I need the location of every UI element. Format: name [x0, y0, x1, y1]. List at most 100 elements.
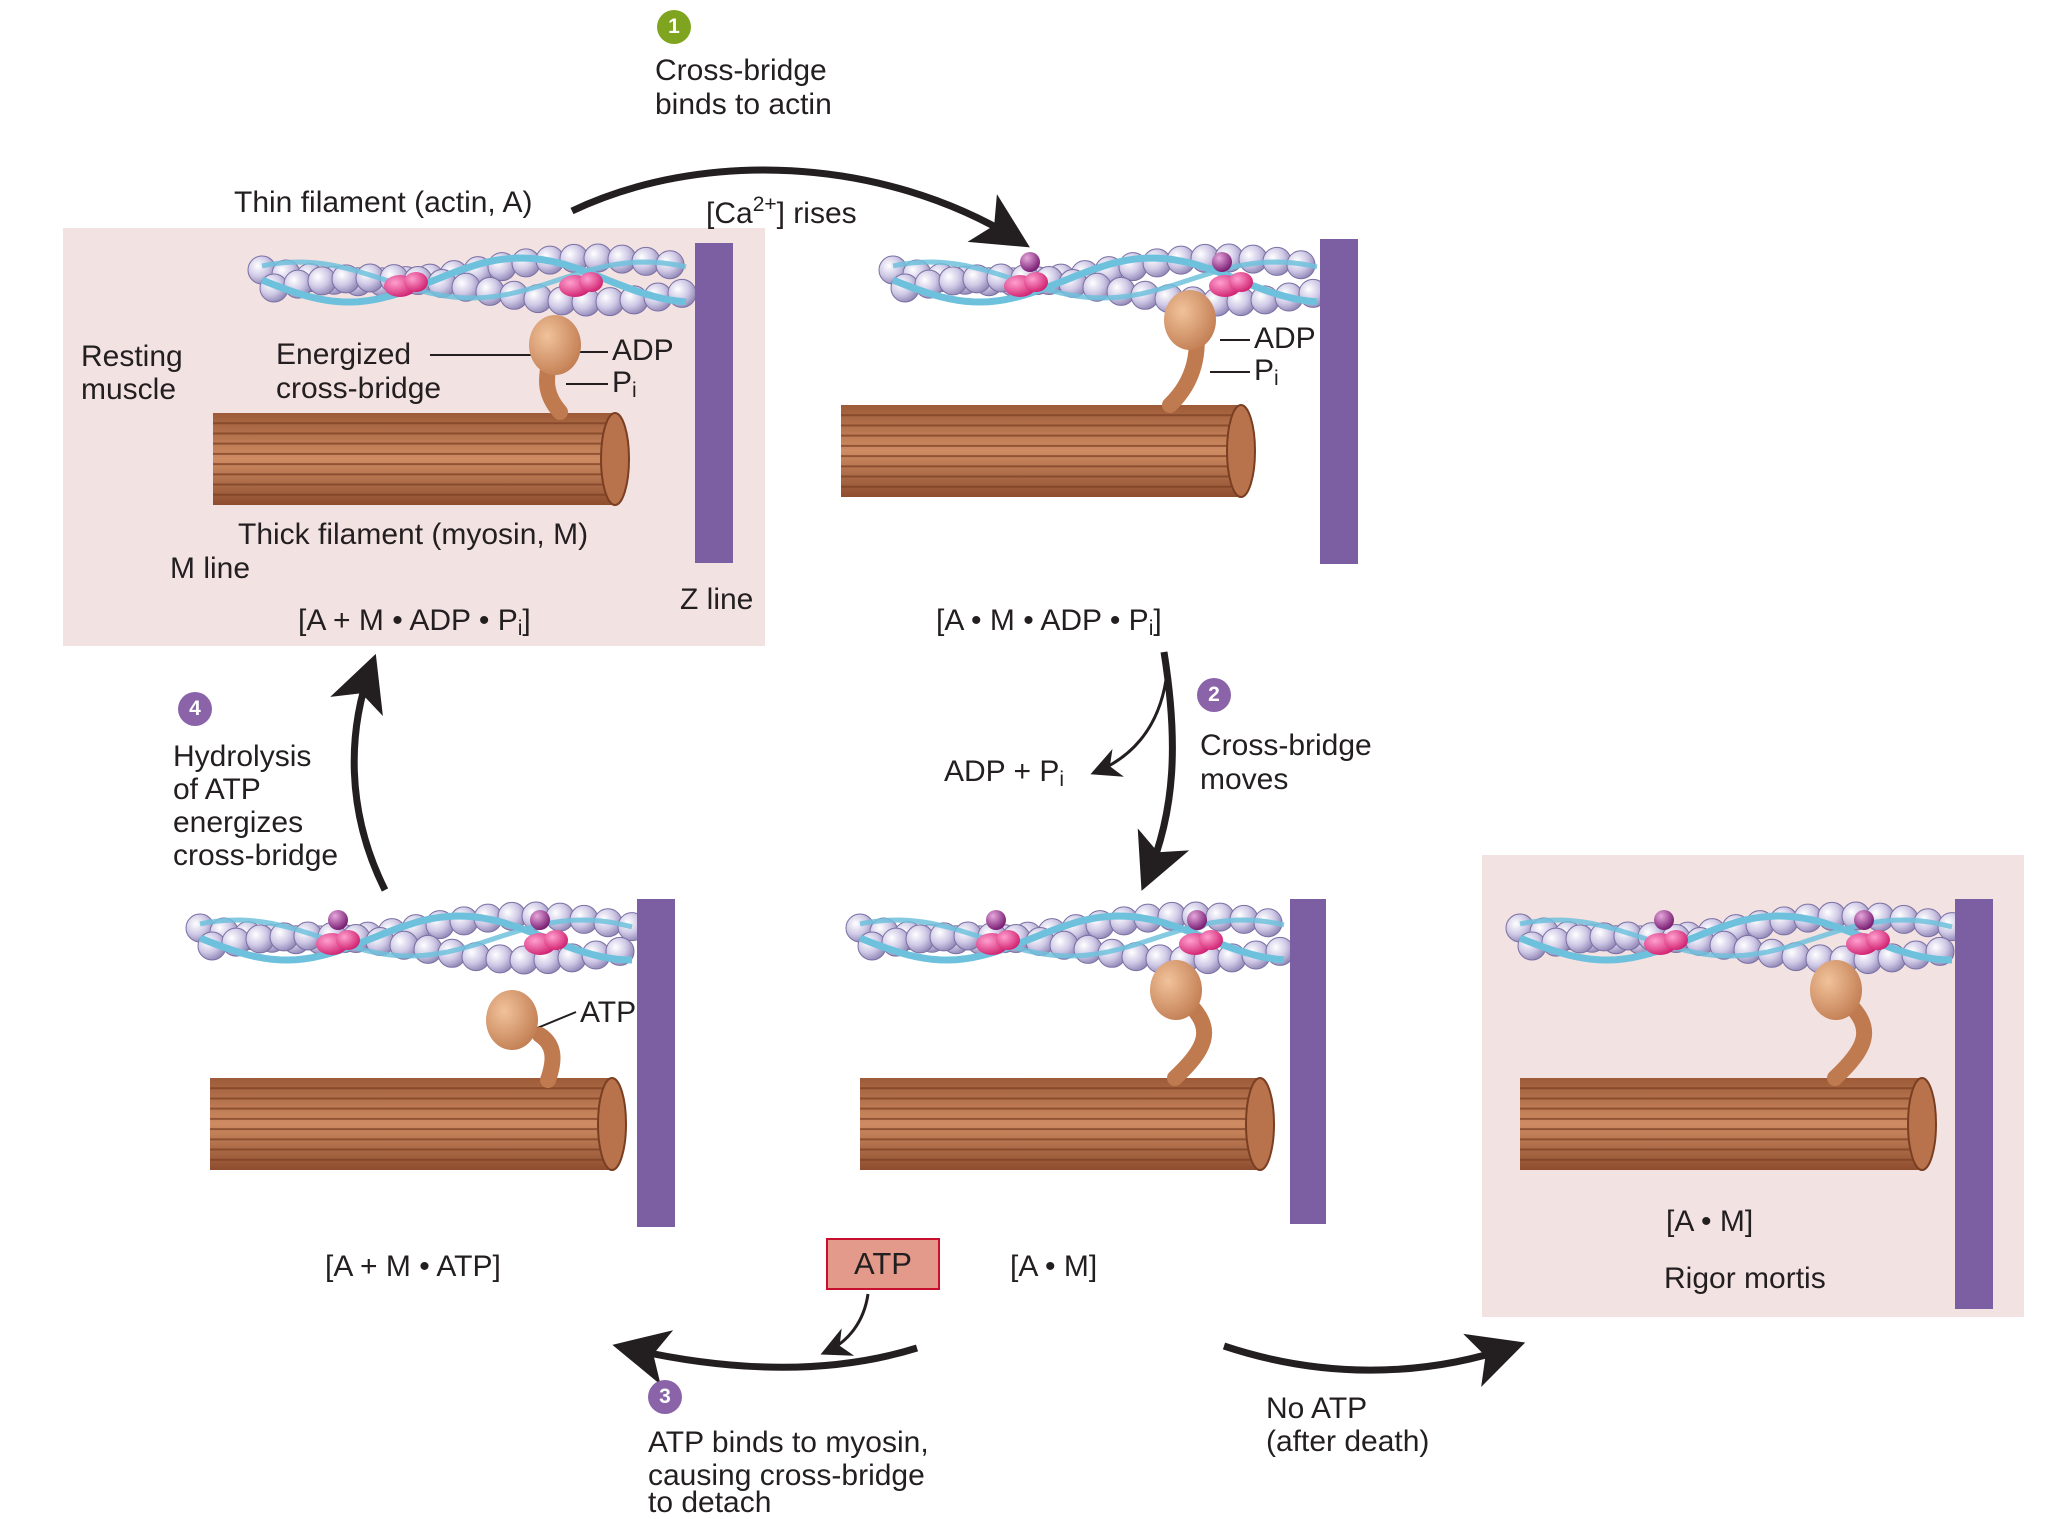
resting-thin-troponin [404, 272, 428, 292]
rigor-thin-actin-bead [1733, 934, 1763, 964]
arrow-adp-pi-release [1090, 679, 1168, 777]
released-main: ADP + P [944, 755, 1060, 788]
step-2-label-line-2: moves [1200, 763, 1289, 796]
step-4-badge: 4 [178, 692, 212, 726]
attached-thin-troponin [996, 930, 1020, 950]
attached-cross-bridge-neck [1167, 997, 1213, 1086]
step-2-badge: 2 [1197, 678, 1231, 712]
step-4-label-line-1: Hydrolysis [173, 740, 312, 773]
rigor-formula: [A • M] [1666, 1205, 1754, 1238]
attached-thick-end-cap [1245, 1077, 1275, 1171]
rigor-cross-bridge-head [1810, 960, 1862, 1020]
bound-thin-calcium-ion [1212, 252, 1232, 272]
rigor-thick-end-cap [1907, 1077, 1937, 1171]
bound-thick [841, 405, 1241, 497]
bound-formula-main: [A • M • ADP • P [936, 604, 1149, 637]
bound-thin-troponin [1229, 272, 1253, 292]
rigor-z-line [1955, 899, 1993, 1309]
ca-close: ] rises [776, 197, 857, 230]
energized-label-line-2: cross-bridge [276, 372, 442, 405]
resting-thin-troponin [579, 272, 603, 292]
pi-resting-sub: i [632, 379, 637, 402]
step-1-label-line-1: Cross-bridge [655, 54, 827, 87]
thin-filament-label: Thin filament (actin, A) [234, 186, 533, 219]
detached-formula: [A + M • ATP] [325, 1250, 501, 1283]
detached-thin-tropomyosin [199, 917, 633, 959]
adp-pi-released-label: ADP + Pi [944, 755, 1064, 797]
adp-label-resting: ADP [612, 334, 674, 367]
attached-thin-actin-bead [1073, 934, 1103, 964]
step-1-label-line-2: binds to actin [655, 88, 832, 121]
bound-thin-calcium-ion [1020, 252, 1040, 272]
ca-open: [Ca [706, 197, 753, 230]
pi-label-resting: Pi [612, 366, 637, 408]
pi-bound-sub: i [1274, 367, 1279, 390]
resting-label-line-1: Resting [81, 340, 183, 373]
arrow-step1 [570, 166, 1030, 248]
bound-thin-troponin [1024, 272, 1048, 292]
attached-z-line [1290, 899, 1326, 1224]
detached-thin-calcium-ion [328, 910, 348, 930]
attached-thin-tropomyosin [859, 917, 1285, 959]
rigor-thin-calcium-ion [1854, 910, 1874, 930]
resting-formula-end: ] [522, 604, 531, 637]
resting-label-line-2: muscle [81, 373, 177, 406]
atp-input-box: ATP [826, 1238, 940, 1290]
thick-filament-label: Thick filament (myosin, M) [238, 518, 589, 551]
rigor-thin-tropomyosin [1519, 917, 1953, 959]
rigor-thin-troponin [1866, 930, 1890, 950]
rigor-thick [1520, 1078, 1922, 1170]
detached-thin-troponin [544, 930, 568, 950]
released-sub: i [1059, 768, 1065, 791]
detached-thick-end-cap [597, 1077, 627, 1171]
detached-thin-calcium-ion [530, 910, 550, 930]
bound-z-line [1320, 239, 1358, 564]
detached-thick [210, 1078, 612, 1170]
resting-formula: [A + M • ADP • Pi] [298, 604, 531, 646]
resting-formula-sub: i [517, 617, 523, 640]
step-3-label-line-1: ATP binds to myosin, [648, 1426, 929, 1459]
resting-formula-main: [A + M • ADP • P [298, 604, 518, 637]
rigor-thin-calcium-ion [1654, 910, 1674, 930]
resting-thick-end-cap [600, 412, 630, 506]
bound-formula: [A • M • ADP • Pi] [936, 604, 1162, 646]
resting-thin-tropomyosin [261, 259, 687, 301]
step-4-label-line-3: energizes [173, 806, 304, 839]
no-atp-label-line-1: No ATP [1266, 1392, 1368, 1425]
detached-thin-actin-bead [413, 934, 443, 964]
atp-label-detached: ATP [580, 996, 637, 1029]
m-line-label: M line [170, 552, 251, 585]
detached-cross-bridge-neck [532, 1027, 561, 1088]
step-4-label-line-2: of ATP [173, 773, 261, 806]
step-4-label-line-4: cross-bridge [173, 839, 339, 872]
step-2-label-line-1: Cross-bridge [1200, 729, 1372, 762]
step-1-badge: 1 [657, 10, 691, 44]
step-3-badge: 3 [648, 1380, 682, 1414]
resting-thick [213, 413, 615, 505]
arrow-no-atp [1222, 1333, 1526, 1387]
bound-cross-bridge-head [1164, 290, 1216, 350]
adp-label-bound: ADP [1254, 322, 1316, 355]
attached-thin-calcium-ion [1187, 910, 1207, 930]
bound-formula-end: ] [1153, 604, 1162, 637]
rigor-thin-troponin [1664, 930, 1688, 950]
bound-thin-tropomyosin [892, 259, 1318, 301]
step-3-label-line-2: causing cross-bridge [648, 1459, 925, 1492]
bound-thick-end-cap [1226, 404, 1256, 498]
attached-formula: [A • M] [1010, 1250, 1098, 1283]
detached-thin-troponin [336, 930, 360, 950]
step-3-label-line-3: to detach [648, 1486, 772, 1519]
resting-cross-bridge-head [529, 315, 581, 375]
ca-charge: 2+ [752, 193, 777, 216]
detached-z-line [637, 899, 675, 1227]
attached-thin-calcium-ion [986, 910, 1006, 930]
pi-bound-main: P [1254, 354, 1275, 387]
arrow-step3 [612, 1330, 919, 1385]
bound-thin-actin-bead [1106, 276, 1136, 306]
pi-label-bound: Pi [1254, 354, 1279, 396]
ca-rises-label: [Ca2+] rises [706, 188, 857, 231]
detached-cross-bridge-head [486, 990, 538, 1050]
arrow-atp-input [820, 1293, 870, 1356]
